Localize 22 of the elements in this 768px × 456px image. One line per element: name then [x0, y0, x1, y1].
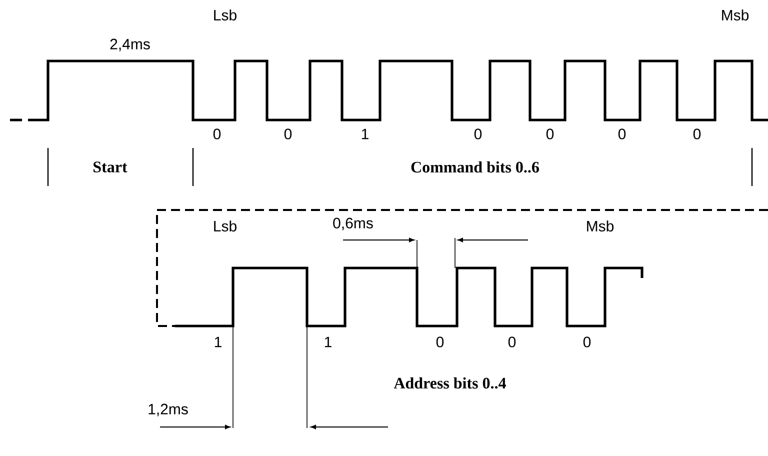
bit-value: 0: [508, 336, 516, 348]
bit-value: 1: [324, 336, 332, 348]
bit-value: 0: [213, 128, 221, 140]
bit-order-label: Lsb: [214, 10, 236, 20]
bit-value: 0: [284, 128, 292, 140]
bit-value: 0: [693, 128, 701, 140]
bit-value: 0: [546, 128, 554, 140]
bit-value: 0: [618, 128, 626, 140]
bit-value: 0: [474, 128, 482, 140]
section-label: Command bits 0..6: [411, 161, 539, 173]
bit-value: 1: [214, 336, 222, 348]
bit-value: 0: [583, 336, 591, 348]
duration-label: 2,4ms: [110, 38, 150, 52]
bit-order-label: Lsb: [214, 220, 236, 232]
bit-value: 1: [362, 128, 368, 140]
duration-label: 0,6ms: [333, 218, 373, 230]
bit-order-label: Msb: [722, 10, 749, 20]
duration-label: 1,2ms: [148, 404, 188, 416]
section-label: Start: [94, 162, 128, 172]
bit-value: 0: [436, 336, 444, 348]
section-label: Address bits 0..4: [394, 377, 506, 389]
bit-order-label: Msb: [587, 220, 614, 232]
